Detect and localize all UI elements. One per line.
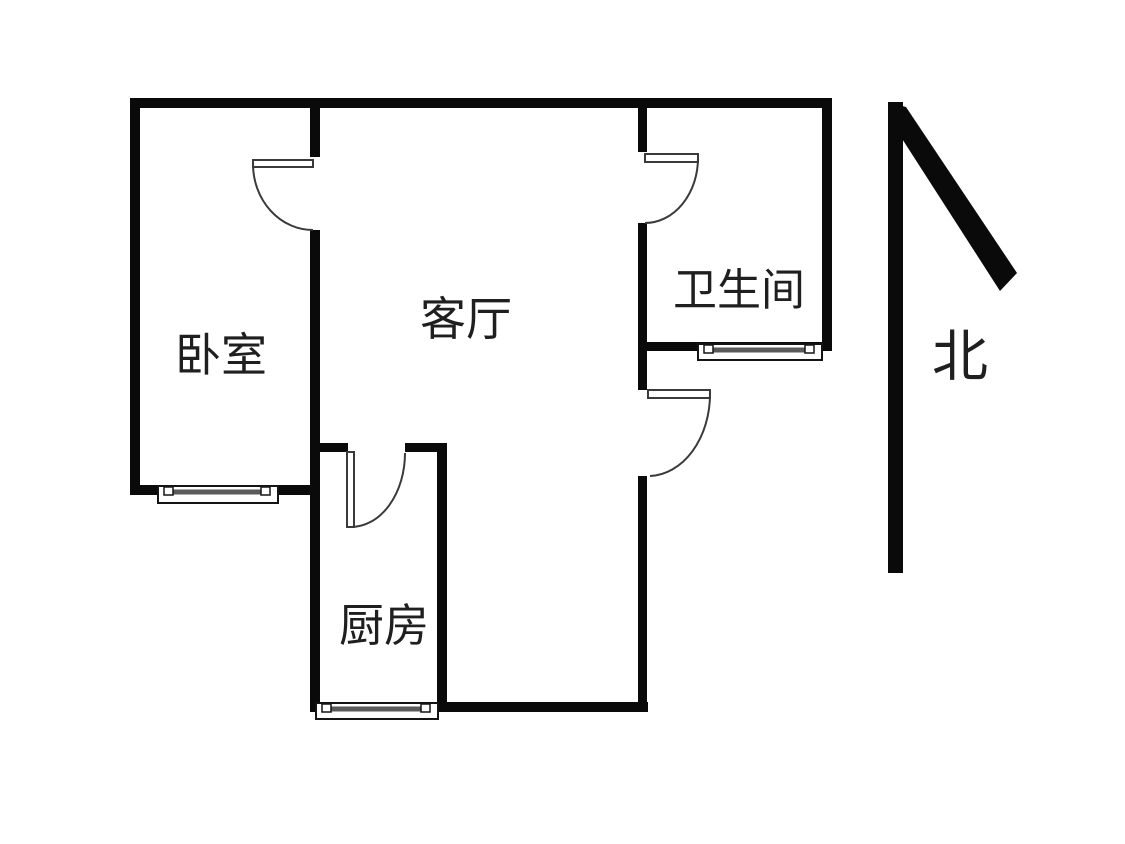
windows [157, 343, 823, 720]
wall-top [130, 98, 832, 108]
north-arrow-shaft-icon [888, 102, 903, 573]
wall-kitchen-top-left [318, 443, 348, 452]
wall-kitchen-top-right [405, 443, 447, 452]
bedroom-door-icon [252, 159, 314, 231]
wall-right-lower [638, 476, 647, 712]
room-label-kitchen: 厨房 [339, 599, 429, 652]
entry-door-icon [647, 389, 711, 477]
room-label-living-room: 客厅 [420, 292, 512, 346]
north-label: 北 [932, 325, 988, 390]
room-labels: 卧室 客厅 卫生间 厨房 [175, 265, 805, 652]
kitchen-door-icon [346, 451, 406, 528]
north-arrow-barb-icon [888, 102, 1017, 291]
bathroom-door-icon [644, 153, 699, 224]
wall-kitchen-right [437, 443, 447, 712]
wall-bathroom-divider-middle [638, 223, 647, 390]
wall-left [130, 98, 140, 495]
wall-bathroom-divider-upper [638, 106, 647, 152]
walls [130, 98, 832, 712]
bedroom-window-icon [157, 485, 279, 504]
kitchen-window-icon [315, 702, 439, 720]
wall-bedroom-divider-lower [310, 230, 320, 712]
wall-bottom [310, 702, 648, 712]
wall-bedroom-divider-upper [310, 106, 320, 157]
room-label-bathroom: 卫生间 [673, 265, 805, 316]
room-label-bedroom: 卧室 [175, 328, 267, 382]
north-compass: 北 [888, 102, 1017, 573]
bathroom-window-icon [697, 343, 823, 361]
doors [252, 153, 711, 528]
wall-bathroom-right [822, 98, 832, 351]
